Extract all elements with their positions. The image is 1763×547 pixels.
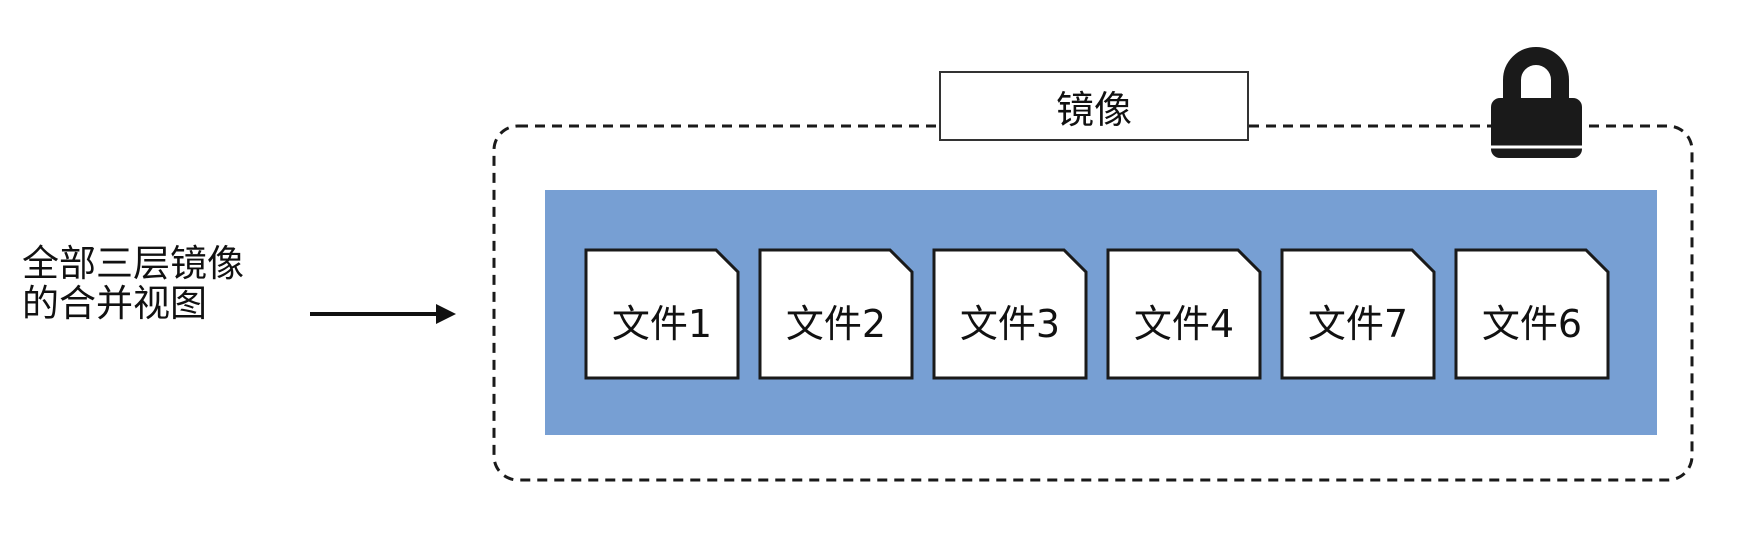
image-title-box: 镜像 xyxy=(939,71,1249,141)
file-document xyxy=(584,248,740,380)
file-label: 文件3 xyxy=(959,301,1061,346)
merged-view-label: 全部三层镜像 的合并视图 xyxy=(22,244,322,324)
file-document xyxy=(1454,248,1610,380)
merged-view-label-line1: 全部三层镜像 xyxy=(22,242,244,285)
file-document xyxy=(1106,248,1262,380)
file-label: 文件4 xyxy=(1133,301,1235,346)
arrow-right xyxy=(310,304,456,324)
file-document xyxy=(758,248,914,380)
file-document xyxy=(932,248,1088,380)
image-title: 镜像 xyxy=(1055,87,1132,132)
merged-view-label-line2: 的合并视图 xyxy=(22,282,207,325)
lock-icon xyxy=(1491,47,1582,158)
file-label: 文件1 xyxy=(611,301,713,346)
file-label: 文件6 xyxy=(1481,301,1583,346)
file-label: 文件2 xyxy=(785,301,887,346)
file-label: 文件7 xyxy=(1307,301,1409,346)
file-document xyxy=(1280,248,1436,380)
